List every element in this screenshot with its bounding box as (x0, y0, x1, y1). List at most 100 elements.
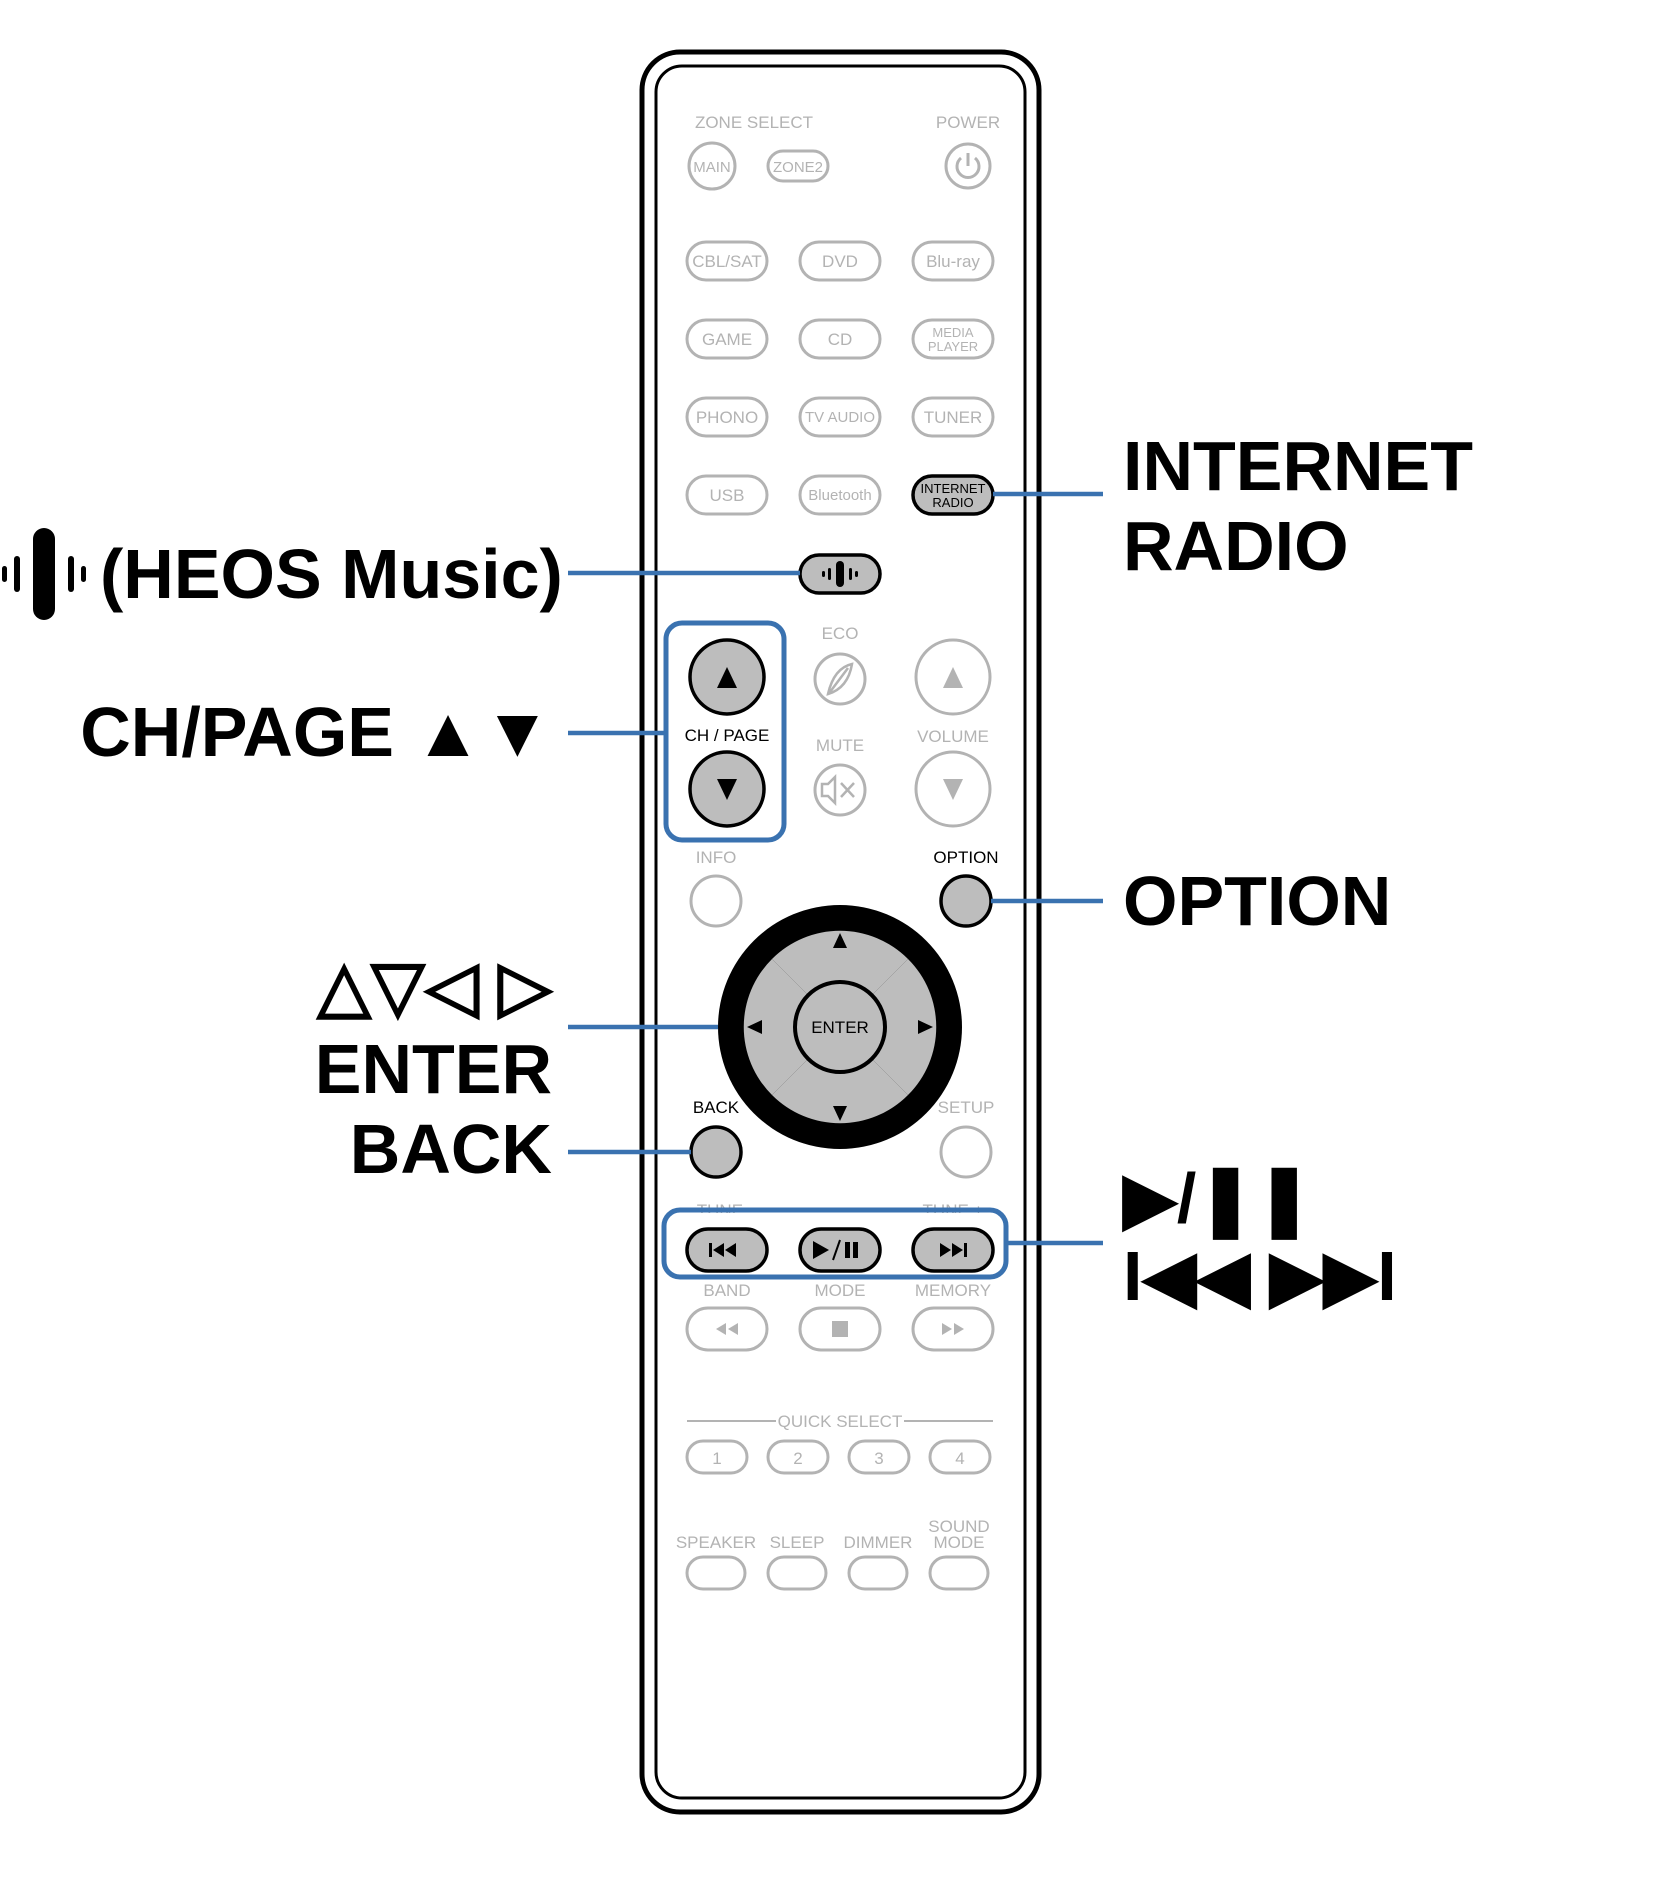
fast-forward-button[interactable] (911, 1306, 995, 1352)
bluray-button[interactable] (911, 240, 995, 282)
mute-icon (820, 773, 855, 807)
quick-select-2-label: 2 (793, 1449, 802, 1468)
main-button[interactable] (687, 141, 737, 191)
setup-label: SETUP (938, 1098, 995, 1117)
dimmer-button[interactable] (847, 1555, 909, 1591)
phono-label: PHONO (696, 408, 758, 427)
setup-button[interactable] (939, 1125, 993, 1179)
bluray-label: Blu-ray (926, 252, 980, 271)
game-button[interactable] (685, 318, 769, 360)
tuner-label: TUNER (924, 408, 983, 427)
quick-select-1-button[interactable] (685, 1439, 749, 1475)
power-icon (955, 153, 981, 179)
play-pause-button[interactable] (798, 1227, 882, 1273)
dimmer-label: DIMMER (844, 1533, 913, 1552)
tv-audio-button[interactable] (798, 396, 882, 438)
phono-button[interactable] (685, 396, 769, 438)
enter-button-label: ENTER (811, 1018, 869, 1037)
sound-mode-label-1: SOUND (928, 1517, 989, 1536)
heos-music-label: (HEOS Music) (100, 535, 563, 613)
quick-select-3-label: 3 (874, 1449, 883, 1468)
ch-page-label-text: CH/PAGE ▲▼ (80, 693, 552, 771)
skip-back-icon (709, 1243, 736, 1257)
heos-icon (822, 561, 858, 587)
usb-button[interactable] (685, 474, 769, 516)
speaker-button[interactable] (685, 1555, 747, 1591)
internet-radio-label-line-1: INTERNET (1123, 427, 1473, 505)
sleep-label: SLEEP (770, 1533, 825, 1552)
dpad-down-button[interactable] (772, 1055, 908, 1124)
internet-radio-label-1: INTERNET (921, 481, 986, 496)
cd-label: CD (828, 330, 853, 349)
media-player-button[interactable] (911, 318, 995, 360)
dpad-segments (743, 930, 937, 1124)
band-label: BAND (703, 1281, 750, 1300)
back-button[interactable] (689, 1125, 743, 1179)
volume-down-icon (943, 779, 963, 800)
up-triangle-icon (717, 667, 737, 688)
memory-label: MEMORY (915, 1281, 991, 1300)
bluetooth-label: Bluetooth (808, 487, 871, 504)
cbl-sat-label: CBL/SAT (692, 252, 762, 271)
quick-select-3-button[interactable] (847, 1439, 911, 1475)
power-label: POWER (936, 113, 1000, 132)
bluetooth-button[interactable] (798, 474, 882, 516)
zone-select-label: ZONE SELECT (695, 113, 813, 132)
quick-select-4-button[interactable] (928, 1439, 992, 1475)
eco-button[interactable] (813, 652, 867, 706)
stop-button[interactable] (798, 1306, 882, 1352)
game-label: GAME (702, 330, 752, 349)
dpad-right-button[interactable] (868, 959, 937, 1095)
media-player-label-1: MEDIA (932, 325, 974, 340)
zone2-button-label: ZONE2 (773, 159, 823, 176)
ch-page-label: CH / PAGE (685, 726, 770, 745)
dpad-down-icon (833, 1106, 847, 1121)
zone2-button[interactable] (766, 149, 830, 183)
remote-body-inner (654, 64, 1027, 1800)
cursor-keys-label: △▽◁ ▷ (315, 947, 555, 1025)
dvd-button[interactable] (798, 240, 882, 282)
quick-select-1-label: 1 (712, 1449, 721, 1468)
leaf-icon (826, 662, 854, 696)
quick-select-4-label: 4 (955, 1449, 964, 1468)
skip-forward-icon (940, 1243, 967, 1257)
sleep-button[interactable] (766, 1555, 828, 1591)
mute-button[interactable] (813, 763, 867, 817)
option-button-label: OPTION (933, 848, 998, 867)
eco-label: ECO (822, 624, 859, 643)
sound-mode-button[interactable] (928, 1555, 990, 1591)
quick-select-2-button[interactable] (766, 1439, 830, 1475)
dpad-left-icon (747, 1020, 762, 1034)
down-triangle-icon (717, 779, 737, 800)
main-button-label: MAIN (693, 159, 731, 176)
mode-label: MODE (815, 1281, 866, 1300)
cbl-sat-button[interactable] (685, 240, 769, 282)
play-pause-icon (813, 1239, 858, 1261)
dvd-label: DVD (822, 252, 858, 271)
enter-label: ENTER (315, 1030, 552, 1108)
option-button[interactable] (939, 874, 993, 928)
tv-audio-label: TV AUDIO (805, 409, 875, 426)
rewind-button[interactable] (685, 1306, 769, 1352)
heos-logo-icon (2, 528, 86, 620)
dpad-up-button[interactable] (772, 930, 908, 999)
volume-down-button[interactable] (914, 750, 992, 828)
enter-button[interactable] (793, 980, 887, 1074)
back-label: BACK (350, 1110, 552, 1188)
dpad-up-icon (833, 933, 847, 948)
dpad-left-button[interactable] (743, 959, 812, 1095)
media-player-label-2: PLAYER (928, 339, 978, 354)
internet-radio-label-2: RADIO (932, 495, 973, 510)
volume-up-button[interactable] (914, 638, 992, 716)
cd-button[interactable] (798, 318, 882, 360)
back-button-label: BACK (693, 1098, 740, 1117)
info-button[interactable] (689, 874, 743, 928)
rewind-icon (716, 1323, 738, 1335)
skip-label: I◀◀ ▶▶I (1123, 1237, 1397, 1315)
power-button[interactable] (944, 142, 992, 190)
mute-label: MUTE (816, 736, 864, 755)
stop-icon (832, 1321, 848, 1337)
tuner-button[interactable] (911, 396, 995, 438)
internet-radio-label-line-2: RADIO (1123, 507, 1349, 585)
info-label: INFO (696, 848, 737, 867)
